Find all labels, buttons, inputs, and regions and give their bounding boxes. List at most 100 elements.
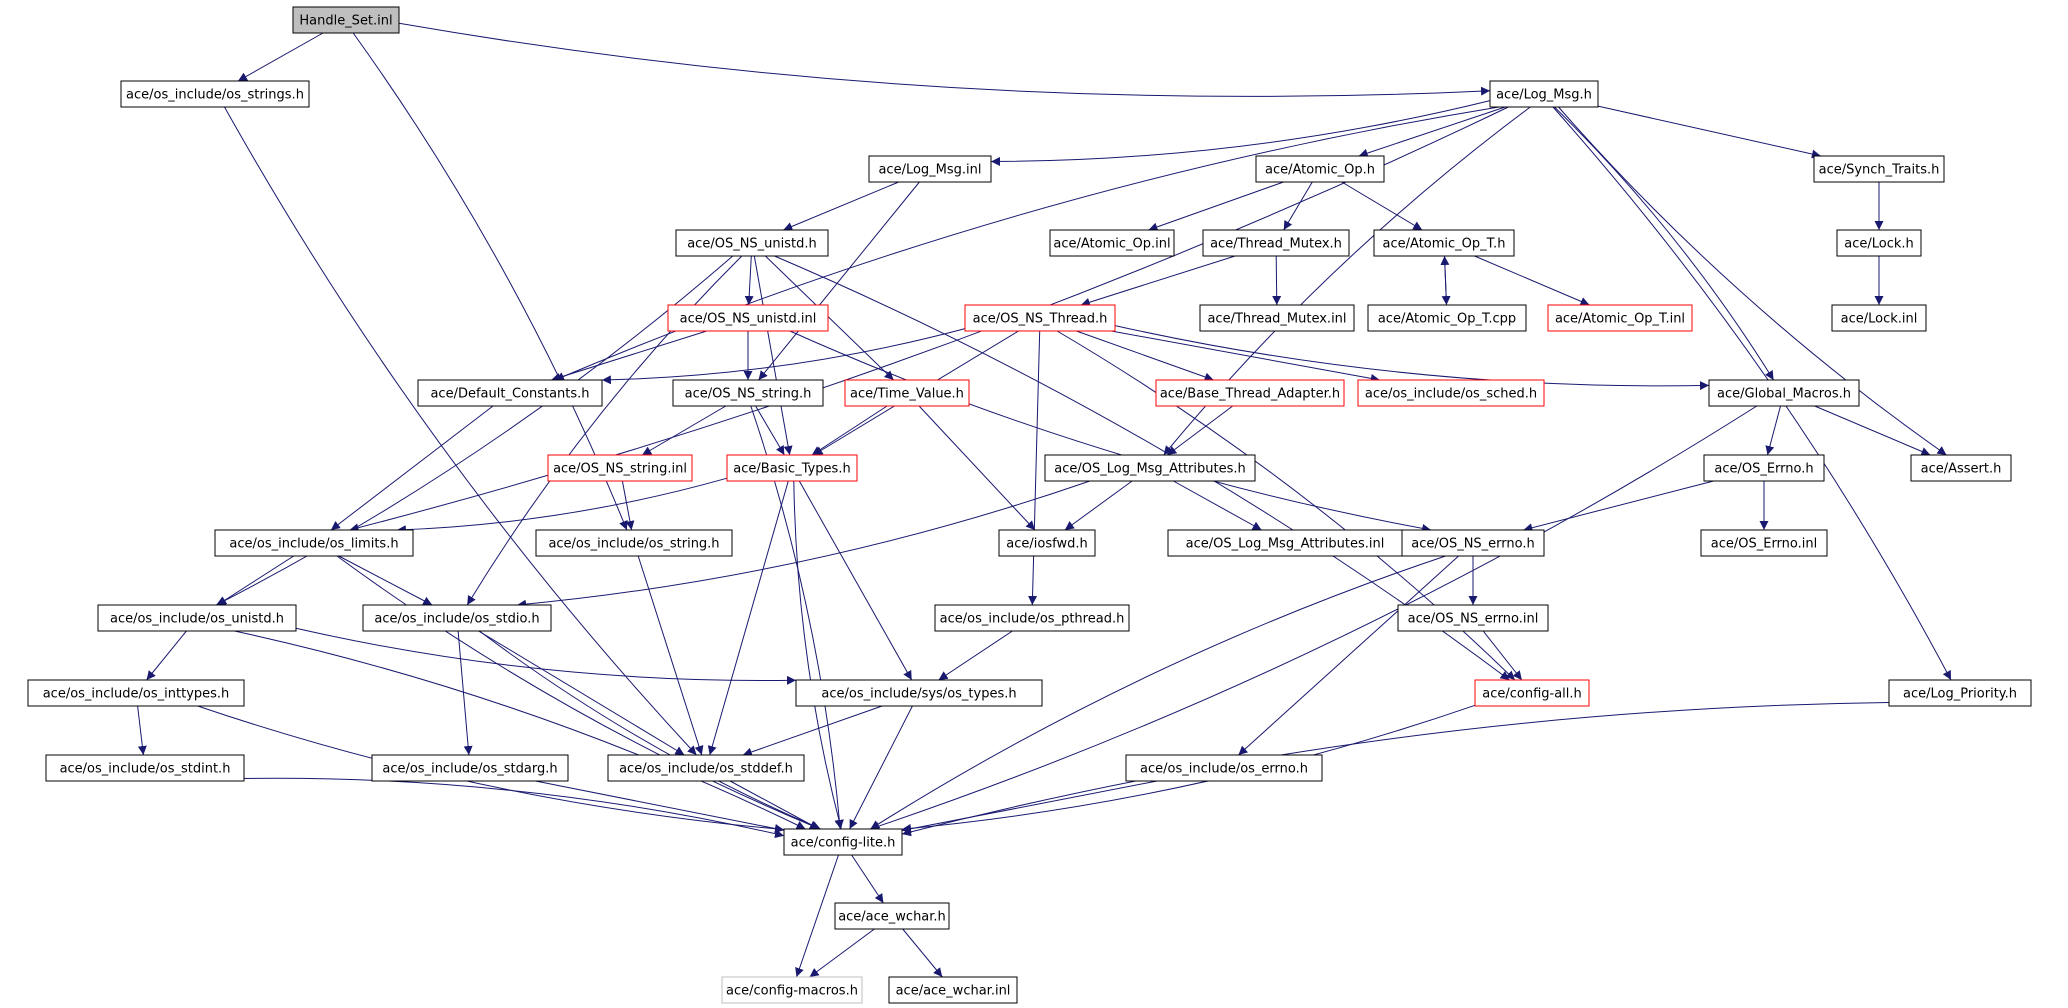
node-box[interactable] [667, 304, 829, 332]
node-iosfwd_h[interactable]: ace/iosfwd.h [998, 529, 1096, 557]
node-thread_mutex_h[interactable]: ace/Thread_Mutex.h [1202, 229, 1350, 257]
node-box[interactable] [371, 754, 569, 782]
node-config_all_h[interactable]: ace/config-all.h [1474, 679, 1590, 707]
node-os_stdio_h[interactable]: ace/os_include/os_stdio.h [362, 604, 552, 632]
node-handle_set_inl[interactable]: Handle_Set.inl [292, 6, 400, 34]
node-os_ns_string_h[interactable]: ace/OS_NS_string.h [672, 379, 824, 407]
node-os_ns_errno_inl[interactable]: ace/OS_NS_errno.inl [1397, 604, 1549, 632]
node-box[interactable] [1373, 229, 1515, 257]
node-box[interactable] [1813, 155, 1945, 183]
node-box[interactable] [1397, 604, 1549, 632]
node-ace_wchar_h[interactable]: ace/ace_wchar.h [834, 902, 950, 930]
node-os_stdint_h[interactable]: ace/os_include/os_stdint.h [45, 754, 245, 782]
node-default_constants_h[interactable]: ace/Default_Constants.h [417, 379, 603, 407]
node-box[interactable] [1831, 304, 1927, 332]
node-box[interactable] [547, 454, 693, 482]
node-os_ns_errno_h[interactable]: ace/OS_NS_errno.h [1401, 529, 1545, 557]
node-box[interactable] [721, 976, 863, 1004]
node-os_unistd_h[interactable]: ace/os_include/os_unistd.h [97, 604, 297, 632]
node-ace_wchar_inl[interactable]: ace/ace_wchar.inl [888, 976, 1018, 1004]
node-box[interactable] [1401, 529, 1545, 557]
node-assert_h[interactable]: ace/Assert.h [1910, 454, 2012, 482]
node-box[interactable] [1700, 529, 1828, 557]
node-box[interactable] [1836, 229, 1922, 257]
node-log_priority_h[interactable]: ace/Log_Priority.h [1888, 679, 2032, 707]
node-box[interactable] [1155, 379, 1345, 407]
node-os_inttypes_h[interactable]: ace/os_include/os_inttypes.h [27, 679, 245, 707]
node-box[interactable] [1199, 304, 1355, 332]
node-atomic_op_h[interactable]: ace/Atomic_Op.h [1255, 155, 1385, 183]
node-box[interactable] [120, 80, 310, 108]
node-box[interactable] [607, 754, 805, 782]
node-box[interactable] [934, 604, 1130, 632]
node-box[interactable] [998, 529, 1096, 557]
node-base_thread_adapter_h[interactable]: ace/Base_Thread_Adapter.h [1155, 379, 1345, 407]
node-os_log_msg_attributes_h[interactable]: ace/OS_Log_Msg_Attributes.h [1044, 454, 1256, 482]
node-box[interactable] [214, 529, 414, 557]
node-os_errno_inl[interactable]: ace/OS_Errno.inl [1700, 529, 1828, 557]
node-os_pthread_h[interactable]: ace/os_include/os_pthread.h [934, 604, 1130, 632]
node-box[interactable] [1547, 304, 1693, 332]
node-box[interactable] [1474, 679, 1590, 707]
node-thread_mutex_inl[interactable]: ace/Thread_Mutex.inl [1199, 304, 1355, 332]
node-synch_traits_h[interactable]: ace/Synch_Traits.h [1813, 155, 1945, 183]
node-box[interactable] [1703, 454, 1825, 482]
node-os_errno_h[interactable]: ace/OS_Errno.h [1703, 454, 1825, 482]
node-box[interactable] [1125, 754, 1323, 782]
node-box[interactable] [1888, 679, 2032, 707]
node-box[interactable] [1357, 379, 1545, 407]
node-atomic_op_t_h[interactable]: ace/Atomic_Op_T.h [1373, 229, 1515, 257]
node-box[interactable] [27, 679, 245, 707]
node-time_value_h[interactable]: ace/Time_Value.h [844, 379, 970, 407]
node-basic_types_h[interactable]: ace/Basic_Types.h [726, 454, 858, 482]
node-os_stddef_h[interactable]: ace/os_include/os_stddef.h [607, 754, 805, 782]
node-box[interactable] [672, 379, 824, 407]
node-box[interactable] [362, 604, 552, 632]
node-global_macros_h[interactable]: ace/Global_Macros.h [1708, 379, 1860, 407]
node-box[interactable] [868, 155, 992, 183]
node-box[interactable] [795, 679, 1043, 707]
node-box[interactable] [726, 454, 858, 482]
node-box[interactable] [1367, 304, 1527, 332]
node-box[interactable] [1255, 155, 1385, 183]
node-box[interactable] [1910, 454, 2012, 482]
node-box[interactable] [675, 229, 829, 257]
node-config_macros_h[interactable]: ace/config-macros.h [721, 976, 863, 1004]
node-lock_h[interactable]: ace/Lock.h [1836, 229, 1922, 257]
node-box[interactable] [844, 379, 970, 407]
node-box[interactable] [1489, 80, 1599, 108]
node-box[interactable] [97, 604, 297, 632]
node-os_ns_unistd_h[interactable]: ace/OS_NS_unistd.h [675, 229, 829, 257]
node-box[interactable] [1049, 229, 1175, 257]
node-box[interactable] [1167, 529, 1403, 557]
node-os_ns_string_inl[interactable]: ace/OS_NS_string.inl [547, 454, 693, 482]
node-box[interactable] [964, 304, 1116, 332]
node-box[interactable] [1708, 379, 1860, 407]
node-box[interactable] [888, 976, 1018, 1004]
node-os_ns_unistd_inl[interactable]: ace/OS_NS_unistd.inl [667, 304, 829, 332]
node-os_limits_h[interactable]: ace/os_include/os_limits.h [214, 529, 414, 557]
node-log_msg_inl[interactable]: ace/Log_Msg.inl [868, 155, 992, 183]
node-os_sched_h[interactable]: ace/os_include/os_sched.h [1357, 379, 1545, 407]
node-box[interactable] [1044, 454, 1256, 482]
node-atomic_op_t_inl[interactable]: ace/Atomic_Op_T.inl [1547, 304, 1693, 332]
node-os_strings_h[interactable]: ace/os_include/os_strings.h [120, 80, 310, 108]
node-os_ns_thread_h[interactable]: ace/OS_NS_Thread.h [964, 304, 1116, 332]
node-box[interactable] [783, 828, 903, 856]
node-sys_os_types_h[interactable]: ace/os_include/sys/os_types.h [795, 679, 1043, 707]
node-os_string_h[interactable]: ace/os_include/os_string.h [535, 529, 733, 557]
node-os_stdarg_h[interactable]: ace/os_include/os_stdarg.h [371, 754, 569, 782]
node-lock_inl[interactable]: ace/Lock.inl [1831, 304, 1927, 332]
node-atomic_op_inl[interactable]: ace/Atomic_Op.inl [1049, 229, 1175, 257]
node-box[interactable] [834, 902, 950, 930]
node-box[interactable] [1202, 229, 1350, 257]
node-atomic_op_t_cpp[interactable]: ace/Atomic_Op_T.cpp [1367, 304, 1527, 332]
node-log_msg_h[interactable]: ace/Log_Msg.h [1489, 80, 1599, 108]
node-box[interactable] [535, 529, 733, 557]
node-box[interactable] [417, 379, 603, 407]
node-config_lite_h[interactable]: ace/config-lite.h [783, 828, 903, 856]
node-os_log_msg_attributes_inl[interactable]: ace/OS_Log_Msg_Attributes.inl [1167, 529, 1403, 557]
node-box[interactable] [45, 754, 245, 782]
node-box[interactable] [292, 6, 400, 34]
node-os_include_os_errno_h[interactable]: ace/os_include/os_errno.h [1125, 754, 1323, 782]
